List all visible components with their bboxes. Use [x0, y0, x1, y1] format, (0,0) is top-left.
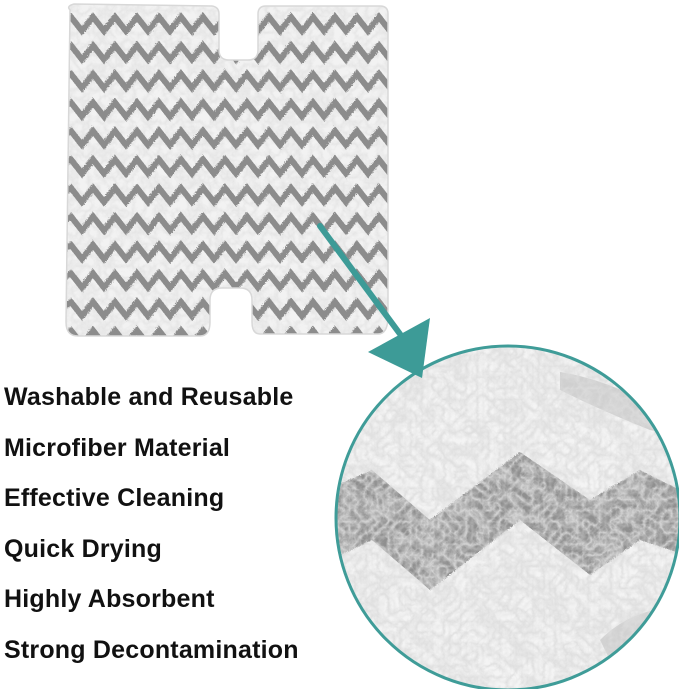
pad-stripe — [66, 183, 388, 207]
pad-stripe — [66, 268, 388, 293]
feature-list: Washable and Reusable Microfiber Materia… — [4, 372, 299, 675]
feature-item: Quick Drying — [4, 534, 162, 563]
arrow-pointer-icon — [317, 223, 430, 378]
feature-item: Strong Decontamination — [4, 635, 299, 664]
pad-stripe — [66, 126, 388, 150]
pad-stripe — [66, 154, 388, 179]
feature-item: Effective Cleaning — [4, 484, 225, 512]
fiber-closeup-image — [334, 344, 679, 689]
feature-item: Microfiber Material — [4, 433, 231, 462]
pad-stripe — [66, 69, 388, 93]
pad-stripe — [66, 97, 388, 122]
pad-stripe — [66, 211, 388, 236]
feature-item: Washable and Reusable — [4, 383, 294, 411]
feature-item: Highly Absorbent — [4, 585, 215, 613]
mop-pad-image — [65, 3, 389, 337]
